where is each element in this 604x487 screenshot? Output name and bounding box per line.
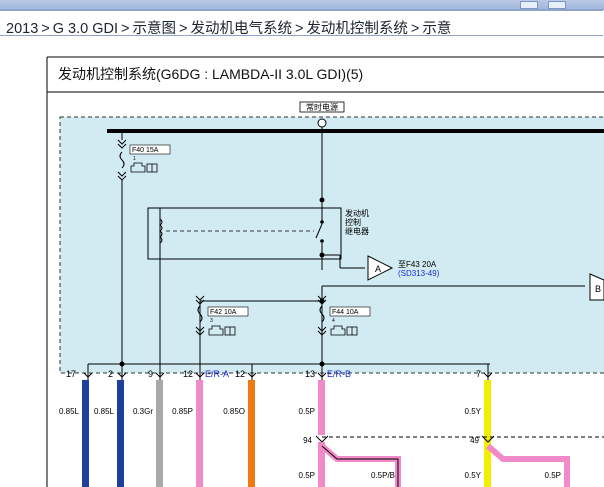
wire-spec: 0.85P: [172, 407, 193, 416]
minimize-icon[interactable]: [520, 1, 538, 9]
breadcrumb-item-engine-electrical[interactable]: 发动机电气系统: [190, 21, 292, 36]
wire-blue-2: [117, 380, 124, 487]
connector-b-letter: B: [595, 284, 601, 294]
power-label-box: [299, 101, 345, 113]
wire-spec: 0.85L: [59, 407, 80, 416]
relay-box: [147, 207, 342, 260]
connector-a-ref: (SD313-49): [398, 269, 440, 278]
pin-number: 13: [305, 369, 315, 379]
pin-number: 2: [108, 369, 113, 379]
wire-spec: 0.3Gr: [133, 407, 153, 416]
relay-label-line1: 发动机: [345, 208, 369, 218]
connector-a-icon: [367, 255, 394, 281]
fuse-f44-icon: [319, 305, 325, 323]
pin-number: 12: [183, 369, 193, 379]
wire-spec: 0.5Y: [465, 471, 482, 480]
fuse-f44-label: F44 10A: [332, 309, 359, 316]
connector-b-icon: [589, 273, 604, 301]
window-top-strip: [0, 0, 604, 10]
fuse-f40-icon: [119, 151, 125, 169]
wire-pink-branch-right: [486, 443, 570, 487]
breadcrumb-item-schematic-2[interactable]: 示意: [422, 21, 452, 36]
wire-yellow: [484, 380, 491, 487]
fuse-f42-icon: [197, 305, 203, 323]
pin-number: 7: [476, 369, 481, 379]
wire-spec: 0.5P: [299, 407, 315, 416]
pin-tag-erb: E/R-B: [327, 369, 351, 379]
diagram-title: 发动机控制系统(G6DG : LAMBDA-II 3.0L GDI)(5): [58, 66, 364, 82]
pin-number: 12: [235, 369, 245, 379]
fuse-box-icon: [130, 162, 158, 173]
splice-chevron-icon: [481, 435, 495, 443]
fuse-f42-label: F42 10A: [210, 309, 237, 316]
relay-switch-icon: [315, 223, 323, 239]
wire-pink-1: [196, 380, 203, 487]
breadcrumb: 2013>G 3.0 GDI>示意图>发动机电气系统>发动机控制系统>示意: [0, 10, 603, 36]
wire-spec: 0.5Y: [465, 407, 482, 416]
relay-label-line3: 继电器: [345, 226, 369, 236]
fuse-chevron-icon: [317, 295, 327, 305]
wire-spec: 0.5P/B: [371, 471, 395, 480]
wire-spec: 0.5P: [299, 471, 315, 480]
fuse-box-icon: [208, 325, 236, 336]
wire-spec: 0.85O: [223, 407, 245, 416]
svg-text:4: 4: [332, 318, 335, 324]
splice-94-label: 94: [303, 436, 312, 445]
relay-label-line2: 控制: [345, 217, 361, 227]
pin-number: 17: [66, 369, 76, 379]
svg-text:1: 1: [133, 156, 136, 162]
wire-pink-branch: [320, 443, 401, 487]
pin-tag-era: E/R-A: [205, 369, 229, 379]
fuse-chevron-icon: [117, 139, 127, 149]
breadcrumb-separator: >: [294, 21, 304, 36]
breadcrumb-item-model[interactable]: G 3.0 GDI: [52, 21, 119, 36]
connector-a-dest: 至F43 20A: [398, 260, 437, 269]
close-icon[interactable]: [548, 1, 566, 9]
wire-spec: 0.5P: [545, 471, 561, 480]
splice-49-label: 49: [470, 436, 479, 445]
breadcrumb-separator: >: [121, 21, 130, 36]
breadcrumb-item-schematic[interactable]: 示意图: [132, 21, 176, 36]
pin-number: 9: [148, 369, 153, 379]
wire-orange: [248, 380, 255, 487]
breadcrumb-item-engine-control[interactable]: 发动机控制系统: [306, 21, 408, 36]
connector-a-letter: A: [375, 264, 381, 274]
breadcrumb-separator: >: [410, 21, 420, 36]
breadcrumb-separator: >: [178, 21, 188, 36]
wire-pink-lower: [318, 442, 325, 487]
power-label: 常时电源: [306, 102, 338, 112]
wire-gray: [156, 380, 163, 487]
fuse-chevron-icon: [195, 295, 205, 305]
connector-pin-chevrons: [83, 372, 493, 378]
fuse-chevron-icon: [195, 326, 205, 336]
power-terminal-icon: [317, 118, 327, 128]
wire-spec: 0.85L: [94, 407, 115, 416]
breadcrumb-item-year[interactable]: 2013: [6, 21, 39, 36]
svg-text:3: 3: [210, 318, 213, 324]
wire-blue-1: [82, 380, 89, 487]
breadcrumb-separator: >: [41, 21, 50, 36]
wire-pink-2: [318, 380, 325, 435]
fuse-box-icon: [330, 325, 358, 336]
fuse-f40-label: F40 15A: [132, 147, 159, 154]
fuse-chevron-icon: [317, 326, 327, 336]
